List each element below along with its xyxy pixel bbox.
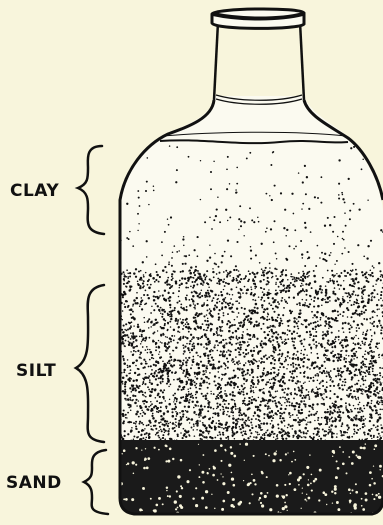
clay-label: CLAY [10, 181, 59, 201]
jar-lip [212, 9, 304, 28]
jar-neck [214, 22, 304, 104]
clay-brace [78, 146, 104, 234]
sand-label: SAND [6, 473, 62, 493]
sand-layer [110, 440, 383, 520]
silt-label: SILT [16, 361, 56, 381]
silt-brace [76, 285, 104, 442]
sand-brace [84, 450, 108, 514]
